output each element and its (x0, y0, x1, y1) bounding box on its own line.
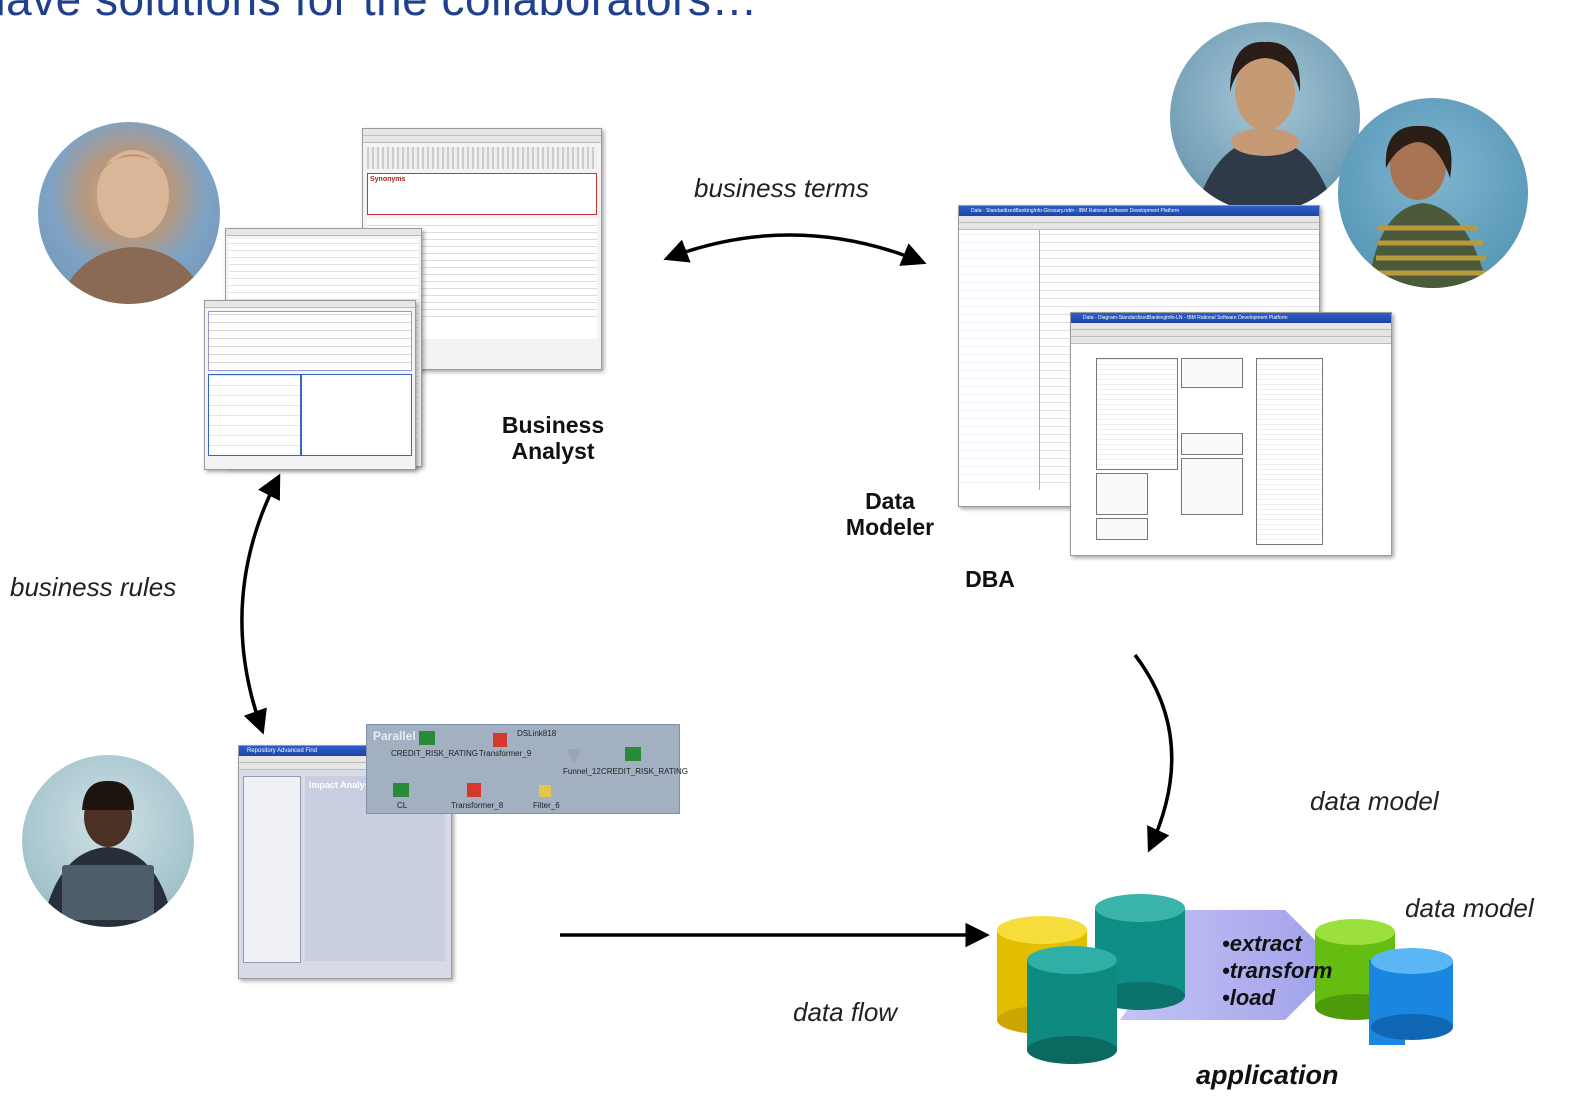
dba-label: DBA (965, 566, 1015, 592)
data-modeler-photo (1170, 22, 1360, 212)
funnel-icon (567, 749, 581, 763)
business-terms-label: business terms (694, 173, 869, 203)
data-model-label: data model (1310, 786, 1439, 816)
job-node-credit-risk: CREDIT_RISK_RATING (391, 749, 478, 758)
business-analyst-screen-front (204, 300, 416, 470)
cylinder-icon (1027, 946, 1117, 1064)
person-icon (1195, 41, 1335, 212)
data-model-arrow (1133, 653, 1174, 853)
business-rules-label: business rules (10, 572, 177, 602)
etl-load: •load (1222, 985, 1275, 1010)
data-modeler-label: Data Modeler (845, 488, 935, 540)
person-icon (58, 150, 208, 304)
table-icon (419, 731, 435, 745)
transformer-icon (467, 783, 481, 797)
data-modeler-window-title: Data - StandardizedBankingInfo-Glossary.… (959, 206, 1319, 216)
job-node-cl: CL (397, 801, 408, 810)
dba-photo (1338, 98, 1528, 288)
data-model-target-label: data model (1405, 893, 1534, 923)
application-label: application (1196, 1060, 1339, 1090)
slide-title: have solutions for the collaborators… (0, 0, 758, 26)
impact-analysis-label: Impact Analysis (309, 780, 378, 790)
table-icon (393, 783, 409, 797)
application-diagram (997, 894, 1405, 1064)
data-flow-label: data flow (793, 997, 898, 1027)
business-analyst-label: Business Analyst (501, 412, 605, 464)
filter-icon (539, 785, 551, 797)
diagram-window-title: Data - Diagram-StandardizedBankingInfo-L… (1071, 313, 1391, 323)
parallel-job-canvas: Parallel CREDIT_RISK_RATING Transformer_… (366, 724, 688, 814)
business-analyst-photo (38, 122, 220, 304)
person-icon (1368, 125, 1488, 288)
job-node-funnel: Funnel_12 (563, 767, 601, 776)
cylinder-icon (1095, 894, 1185, 1010)
etl-list: •extract •transform •load (1222, 930, 1332, 1011)
ba-heading: Synonyms (370, 176, 406, 183)
job-node-transformer-9: Transformer_9 (479, 749, 532, 758)
job-node-dslink: DSLink818 (517, 729, 557, 738)
diagram-window: Data - Diagram-StandardizedBankingInfo-L… (1070, 312, 1392, 556)
developer-photo (22, 755, 194, 927)
job-node-filter-6: Filter_6 (533, 801, 560, 810)
target-cylinder-blue (1369, 945, 1455, 1043)
etl-extract: •extract (1222, 931, 1302, 956)
repository-window-title: Repository Advanced Find (239, 746, 451, 756)
table-icon (625, 747, 641, 761)
business-rules-arrow (240, 473, 281, 735)
cylinder-icon (1371, 948, 1453, 1040)
parallel-label: Parallel (373, 729, 416, 743)
etl-transform: •transform (1222, 958, 1333, 983)
transformer-icon (493, 733, 507, 747)
job-node-credit-risk-2: CREDIT_RISK_RATING (601, 767, 688, 776)
person-icon (42, 780, 174, 927)
business-terms-arrow (663, 233, 927, 266)
job-node-transformer-8: Transformer_8 (451, 801, 504, 810)
